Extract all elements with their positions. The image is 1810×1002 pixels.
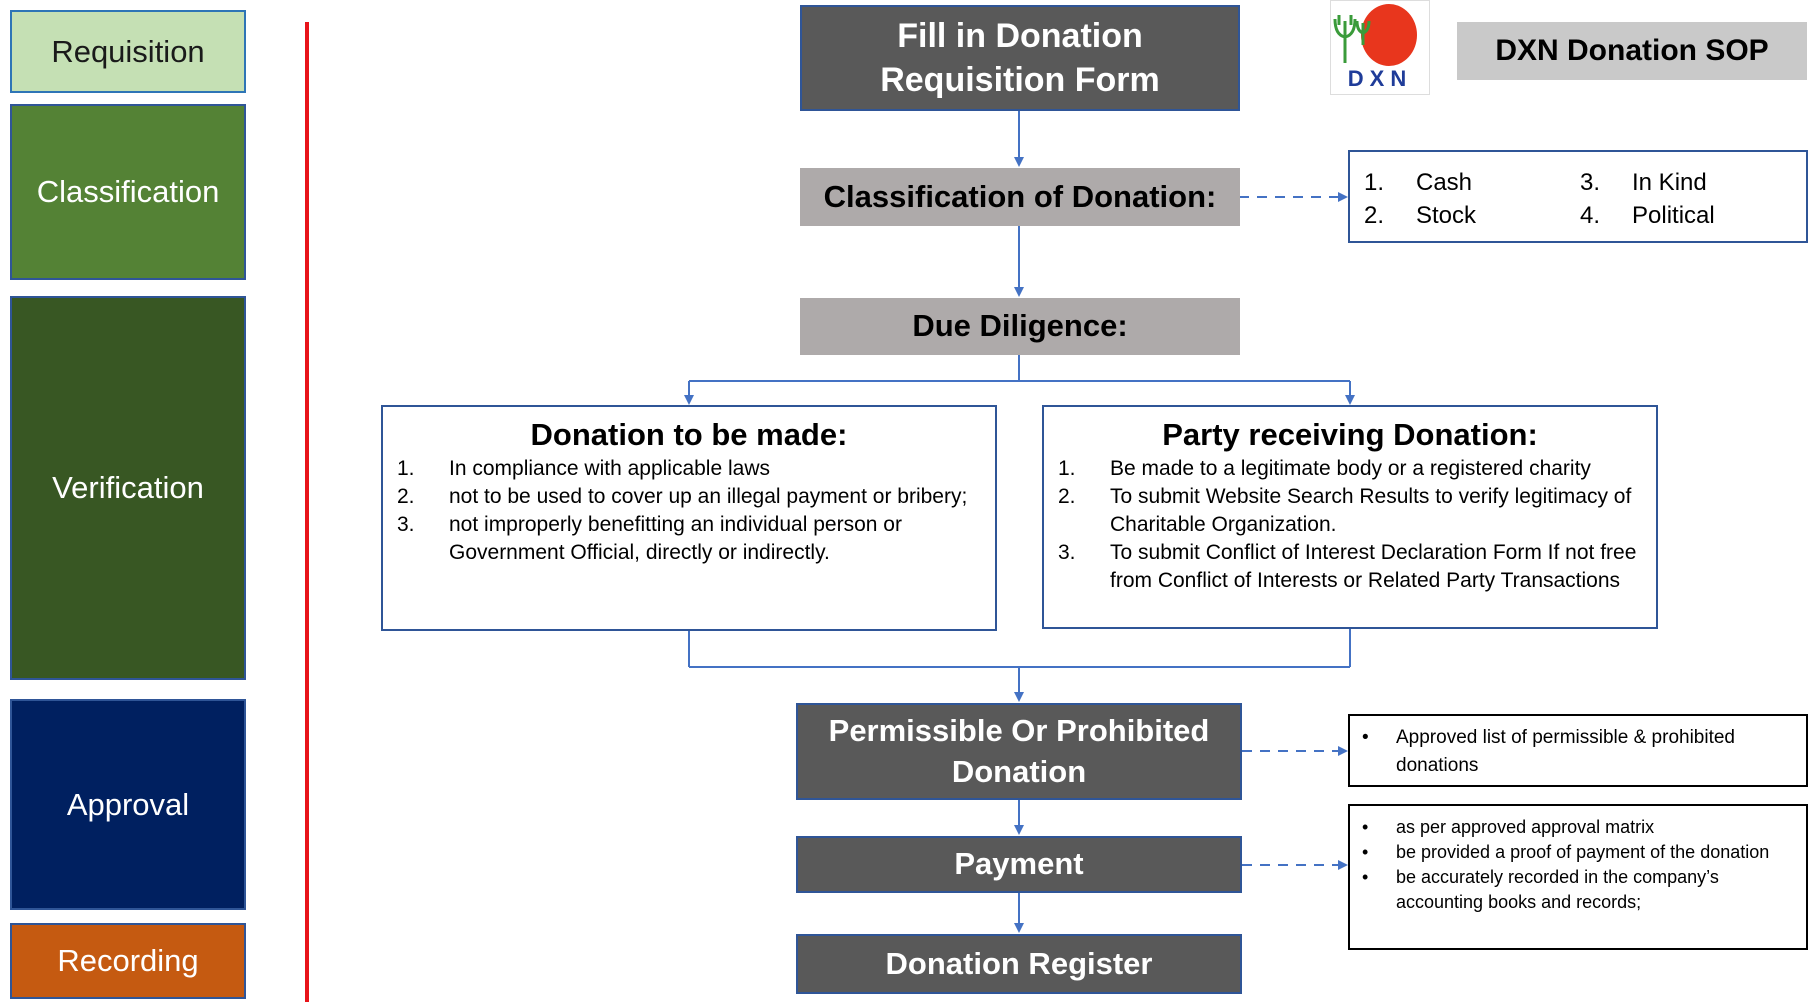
permissible-note: • Approved list of permissible & prohibit…	[1348, 714, 1808, 787]
panel-title: Party receiving Donation:	[1162, 417, 1538, 452]
item-number: 2.	[397, 485, 415, 508]
bullet: •	[1362, 817, 1369, 837]
donation-criteria-list: 1. In compliance with applicable laws 2. n…	[383, 455, 995, 567]
item-text: be provided a proof of payment of the do…	[1396, 842, 1770, 862]
payment-box: Payment	[796, 836, 1242, 893]
item-text: In compliance with applicable laws	[449, 457, 770, 480]
list-item: • be accurately recorded in the company’s…	[1350, 865, 1806, 915]
payment-note: • as per approved approval matrix • be pro…	[1348, 804, 1808, 950]
item-text: as per approved approval matrix	[1396, 817, 1655, 837]
logo-text: DXN	[1347, 66, 1413, 91]
dxn-logo: DXN	[1330, 0, 1430, 95]
item-text: not improperly benefitting an individual…	[449, 513, 902, 564]
classification-box: Classification of Donation:	[800, 168, 1240, 226]
list-item: • be provided a proof of payment of the d…	[1350, 840, 1806, 865]
payment-note-list: • as per approved approval matrix • be pro…	[1350, 815, 1806, 915]
item-text: be accurately recorded in the company’s …	[1396, 867, 1719, 912]
bullet: •	[1362, 842, 1369, 862]
donation-register-box: Donation Register	[796, 934, 1242, 994]
bullet: •	[1362, 867, 1369, 887]
party-criteria-list: 1. Be made to a legitimate body or a regi…	[1044, 455, 1656, 595]
classification-types-box: 1. Cash 3. In Kind 2. Stock 4. Political	[1348, 150, 1808, 243]
classification-type: Political	[1632, 202, 1715, 229]
classification-type: Stock	[1416, 202, 1477, 229]
list-item: 1. In compliance with applicable laws	[397, 455, 975, 483]
stage-classification: Classification	[10, 104, 246, 280]
item-number: 1.	[1058, 457, 1076, 480]
item-text: To submit Conflict of Interest Declarati…	[1110, 541, 1637, 592]
bullet: •	[1362, 727, 1369, 748]
classification-num: 1.	[1364, 169, 1385, 196]
classification-types-list: 1. Cash 3. In Kind 2. Stock 4. Political	[1364, 166, 1782, 232]
sop-title: DXN Donation SOP	[1457, 22, 1807, 80]
classification-num: 3.	[1580, 169, 1601, 196]
list-item: • Approved list of permissible & prohibit…	[1350, 724, 1806, 780]
item-text: Be made to a legitimate body or a regist…	[1110, 457, 1591, 480]
classification-type: Cash	[1416, 169, 1473, 196]
item-text: not to be used to cover up an illegal pa…	[449, 485, 968, 508]
list-item: 1. Be made to a legitimate body or a regi…	[1058, 455, 1644, 483]
classification-num: 2.	[1364, 202, 1385, 229]
panel-title: Donation to be made:	[530, 417, 848, 452]
classification-num: 4.	[1580, 202, 1601, 229]
item-text: To submit Website Search Results to veri…	[1110, 485, 1632, 536]
stage-verification: Verification	[10, 296, 246, 680]
item-number: 3.	[1058, 541, 1076, 564]
permissible-box: Permissible Or Prohibited Donation	[796, 703, 1242, 800]
list-item: 2. To submit Website Search Results to ve…	[1058, 483, 1644, 539]
fill-form-box: Fill in Donation Requisition Form	[800, 5, 1240, 111]
list-item: 3. not improperly benefitting an individu…	[397, 511, 975, 567]
item-number: 3.	[397, 513, 415, 536]
stage-recording: Recording	[10, 923, 246, 999]
list-item: 2. not to be used to cover up an illegal …	[397, 483, 975, 511]
item-number: 1.	[397, 457, 415, 480]
item-number: 2.	[1058, 485, 1076, 508]
list-item: • as per approved approval matrix	[1350, 815, 1806, 840]
logo-mark-icon	[1333, 4, 1417, 66]
stage-approval: Approval	[10, 699, 246, 910]
list-item: 3. To submit Conflict of Interest Declara…	[1058, 539, 1644, 595]
item-text: Approved list of permissible & prohibite…	[1396, 727, 1736, 776]
due-diligence-box: Due Diligence:	[800, 298, 1240, 355]
classification-type: In Kind	[1632, 169, 1707, 196]
permissible-note-list: • Approved list of permissible & prohibit…	[1350, 724, 1806, 780]
stage-divider	[305, 22, 309, 1002]
stage-requisition: Requisition	[10, 10, 246, 93]
party-receiving-panel: Party receiving Donation: 1. Be made to a…	[1042, 405, 1658, 629]
donation-to-be-made-panel: Donation to be made: 1. In compliance wit…	[381, 405, 997, 631]
